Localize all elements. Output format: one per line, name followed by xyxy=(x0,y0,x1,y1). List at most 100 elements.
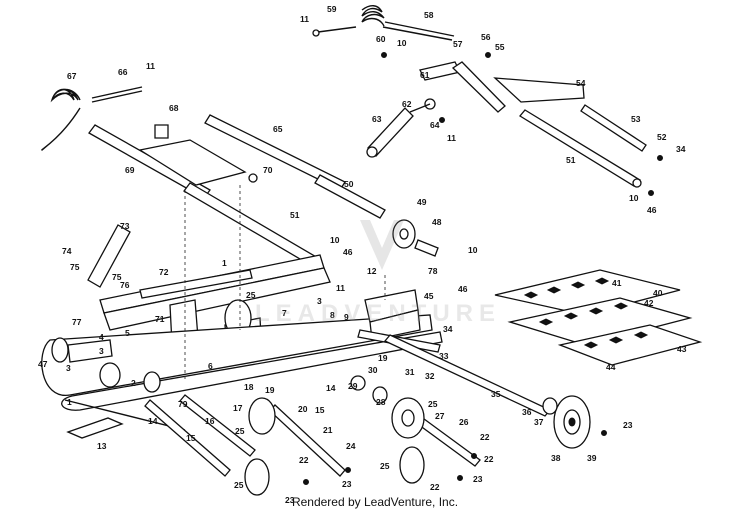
bearing-30 xyxy=(350,375,366,391)
callout-66: 66 xyxy=(118,67,128,77)
callout-67: 67 xyxy=(67,71,77,81)
callout-46: 46 xyxy=(647,205,657,215)
callout-71: 71 xyxy=(155,314,165,324)
bracket-45 xyxy=(364,289,421,341)
callout-17: 17 xyxy=(233,403,243,413)
callout-24: 24 xyxy=(346,441,356,451)
callout-31: 31 xyxy=(405,367,415,377)
callout-14: 14 xyxy=(148,416,158,426)
callout-12: 12 xyxy=(367,266,377,276)
callout-11: 11 xyxy=(300,14,309,24)
callout-23: 23 xyxy=(623,420,633,430)
callout-25: 25 xyxy=(380,461,390,471)
callout-23: 23 xyxy=(473,474,483,484)
callout-75: 75 xyxy=(70,262,80,272)
bolt-70 xyxy=(248,173,258,183)
callout-39: 39 xyxy=(587,453,597,463)
pin-68 xyxy=(154,124,169,139)
wheel-assembly-2 xyxy=(99,362,161,393)
callout-4: 4 xyxy=(99,332,104,342)
axle-21 xyxy=(269,404,346,477)
callout-51: 51 xyxy=(566,155,576,165)
bushing-36 xyxy=(542,397,558,415)
axle-16 xyxy=(179,394,256,457)
callout-50: 50 xyxy=(344,179,354,189)
callout-23: 23 xyxy=(342,479,352,489)
wear-bar-13 xyxy=(66,417,124,439)
wheel-25d xyxy=(399,446,425,484)
callout-13: 13 xyxy=(97,441,107,451)
callout-25: 25 xyxy=(428,399,438,409)
spring-67-coil xyxy=(41,88,81,151)
callout-42: 42 xyxy=(644,298,654,308)
callout-72: 72 xyxy=(159,267,169,277)
callout-20: 20 xyxy=(298,404,308,414)
callout-38: 38 xyxy=(551,453,561,463)
nut-55 xyxy=(485,52,491,58)
callout-22: 22 xyxy=(484,454,494,464)
callout-7: 7 xyxy=(282,308,287,318)
idler-wheel-38 xyxy=(553,395,591,449)
callout-3: 3 xyxy=(317,296,322,306)
callout-32: 32 xyxy=(425,371,435,381)
callout-14: 14 xyxy=(326,383,336,393)
callout-40: 40 xyxy=(653,288,663,298)
callout-69: 69 xyxy=(125,165,135,175)
callout-9: 9 xyxy=(344,312,349,322)
cleat-row xyxy=(523,277,649,349)
spring-58-coil xyxy=(361,5,385,27)
callout-27: 27 xyxy=(435,411,445,421)
spring-rod-58 xyxy=(382,21,455,41)
callout-19: 19 xyxy=(265,385,275,395)
callout-57: 57 xyxy=(453,39,463,49)
callout-55: 55 xyxy=(495,42,505,52)
nut-22a xyxy=(471,453,477,459)
callout-3: 3 xyxy=(99,346,104,356)
callout-28: 28 xyxy=(376,397,386,407)
track-section-40 xyxy=(494,269,703,366)
callout-46: 46 xyxy=(343,247,353,257)
watermark-text: LEADVENTURE xyxy=(255,300,502,327)
callout-10: 10 xyxy=(330,235,340,245)
link-66 xyxy=(91,86,143,103)
callout-21: 21 xyxy=(323,425,333,435)
callout-78: 78 xyxy=(428,266,438,276)
callout-8: 8 xyxy=(330,310,335,320)
bearing-28 xyxy=(372,386,388,404)
roller-49 xyxy=(392,219,416,249)
callout-79: 79 xyxy=(178,399,188,409)
rail-72 xyxy=(139,269,253,299)
callout-74: 74 xyxy=(62,246,72,256)
nut-52 xyxy=(657,155,663,161)
callout-5: 5 xyxy=(125,328,130,338)
pin-59 xyxy=(312,26,357,37)
callout-25: 25 xyxy=(234,480,244,490)
callout-77: 77 xyxy=(72,317,82,327)
callout-34: 34 xyxy=(676,144,686,154)
callout-70: 70 xyxy=(263,165,273,175)
callout-43: 43 xyxy=(677,344,687,354)
callout-23: 23 xyxy=(285,495,295,505)
callout-61: 61 xyxy=(420,70,430,80)
rod-51-top xyxy=(519,109,642,188)
callout-35: 35 xyxy=(491,389,501,399)
callout-63: 63 xyxy=(372,114,382,124)
callout-2: 2 xyxy=(131,378,136,388)
leadventure-logo xyxy=(360,220,404,270)
bracket-73 xyxy=(87,224,131,288)
callout-48: 48 xyxy=(432,217,442,227)
callout-44: 44 xyxy=(606,362,616,372)
callout-18: 18 xyxy=(244,382,254,392)
callout-60: 60 xyxy=(376,34,386,44)
callout-52: 52 xyxy=(657,132,667,142)
callout-45: 45 xyxy=(424,291,434,301)
bolt-23a xyxy=(601,430,607,436)
axle-15 xyxy=(144,399,231,477)
bolt-23d xyxy=(457,475,463,481)
axle-35 xyxy=(383,334,552,417)
callout-1: 1 xyxy=(222,258,227,268)
callout-10: 10 xyxy=(468,245,478,255)
callout-1: 1 xyxy=(67,397,72,407)
shock-63 xyxy=(366,98,436,158)
